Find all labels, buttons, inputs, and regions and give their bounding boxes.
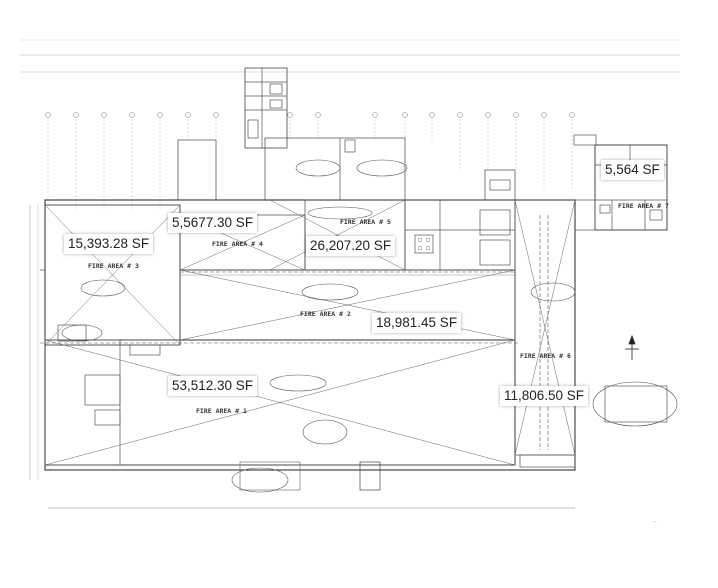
area-label-11806: 11,806.50 SF <box>500 386 589 406</box>
area-label-5564: 5,564 SF <box>601 160 664 180</box>
fire-area-5-label: FIRE AREA # 5 <box>340 218 391 226</box>
fire-area-6-label: FIRE AREA # 6 <box>520 352 571 360</box>
area-label-53512: 53,512.30 SF <box>168 376 258 396</box>
area-label-15393: 15,393.28 SF <box>64 234 154 254</box>
area-label-5-5677: 5,5677.30 SF <box>168 213 258 233</box>
fire-area-7-label: FIRE AREA # 7 <box>618 202 669 210</box>
cloud-bubble-icon <box>61 159 678 493</box>
fire-area-1-label: FIRE AREA # 1 <box>196 407 247 415</box>
area-label-26207: 26,207.20 SF <box>306 236 396 256</box>
area-label-18981: 18,981.45 SF <box>372 313 462 333</box>
fire-area-4-label: FIRE AREA # 4 <box>212 240 263 248</box>
svg-text:...: ... <box>652 518 657 524</box>
fire-area-2-label: FIRE AREA # 2 <box>300 310 351 318</box>
fire-area-3-label: FIRE AREA # 3 <box>88 262 139 270</box>
north-arrow-icon <box>625 334 639 360</box>
